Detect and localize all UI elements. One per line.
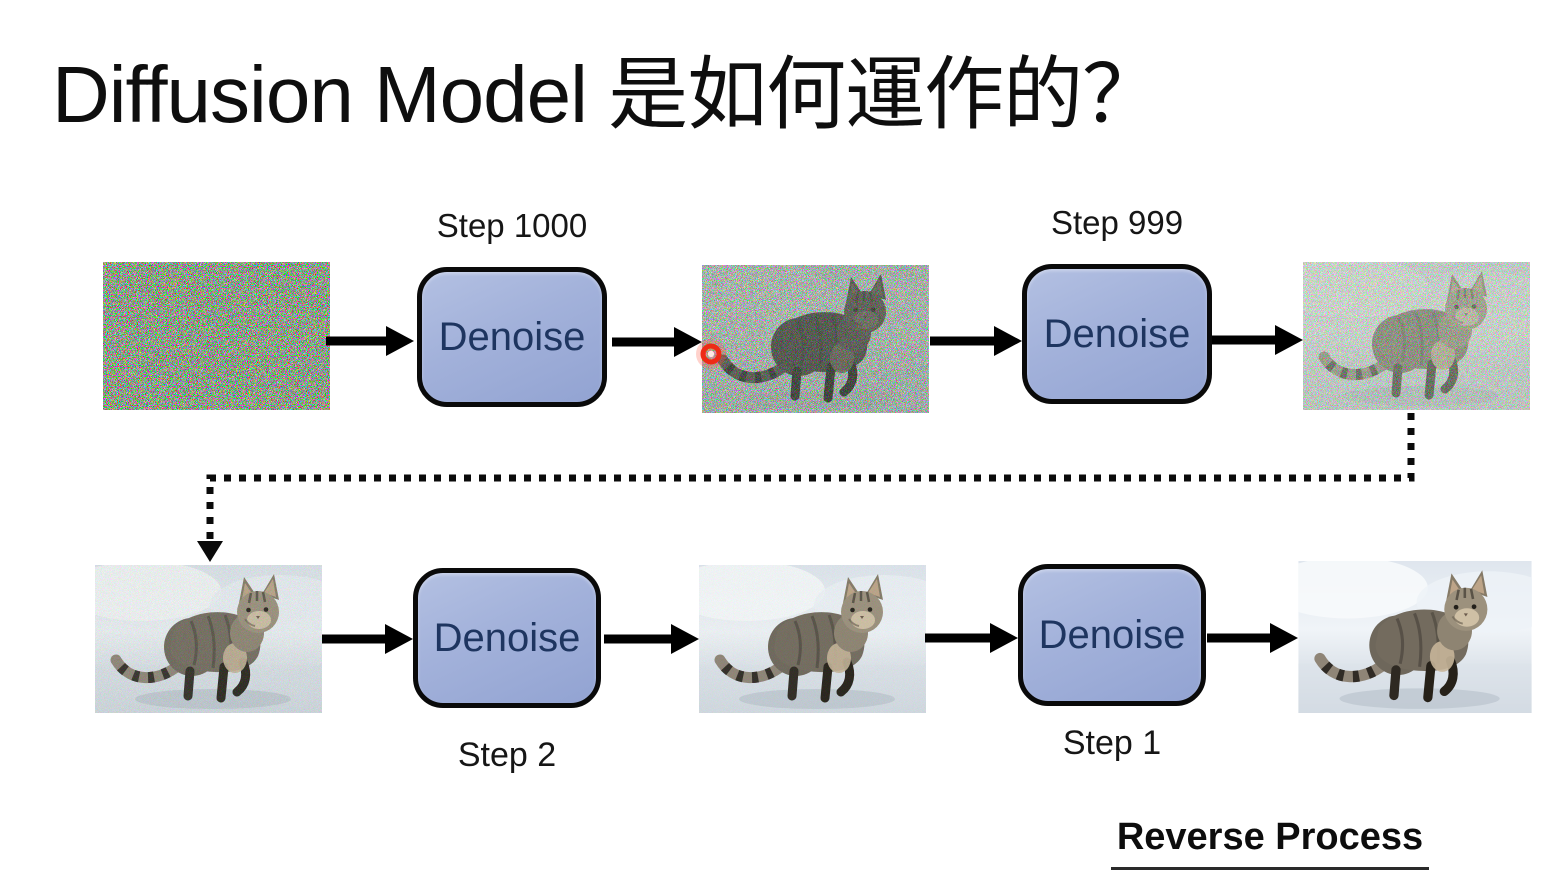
cat-almost-clean-image	[669, 561, 954, 713]
flow-arrow-icon	[1207, 623, 1298, 653]
cat-denoised-image	[65, 561, 350, 713]
cat-in-light-noise-image	[1273, 258, 1555, 410]
denoise-box-step-1: Denoise	[1018, 564, 1206, 706]
step-label-1000: Step 1000	[436, 207, 588, 244]
flow-arrow-icon	[612, 327, 702, 357]
flow-arrow-icon	[322, 624, 413, 654]
denoise-label: Denoise	[433, 615, 581, 660]
flow-arrow-icon	[326, 326, 414, 356]
step-label-1: Step 1	[1062, 724, 1162, 762]
cat-in-heavy-noise-image	[672, 261, 957, 413]
denoise-box-step-1000: Denoise	[417, 267, 607, 407]
dashed-connector-icon	[197, 413, 1415, 562]
denoise-label: Denoise	[438, 314, 586, 359]
cat-clean-image	[1267, 556, 1555, 713]
denoise-box-step-999: Denoise	[1022, 264, 1212, 404]
flow-arrow-icon	[930, 326, 1022, 356]
random-noise-image	[103, 262, 330, 410]
denoise-label: Denoise	[1038, 612, 1186, 657]
step-label-2: Step 2	[457, 736, 557, 774]
denoise-box-step-2: Denoise	[413, 568, 601, 708]
step-label-999: Step 999	[1050, 204, 1184, 241]
flow-arrow-icon	[925, 623, 1018, 653]
reverse-process-label-wrap: Reverse Process	[1080, 816, 1460, 870]
slide-title: Diffusion Model 是如何運作的？	[52, 50, 1162, 139]
flow-arrow-icon	[1212, 325, 1303, 355]
reverse-process-label: Reverse Process	[1110, 816, 1430, 870]
denoise-label: Denoise	[1043, 311, 1191, 356]
flow-arrow-icon	[604, 624, 699, 654]
